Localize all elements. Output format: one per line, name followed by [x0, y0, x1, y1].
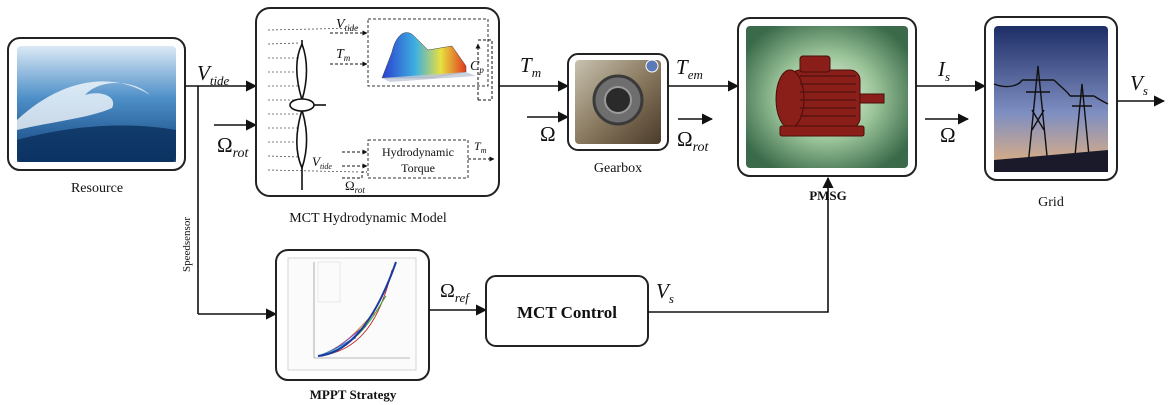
signal-v-tide-input: Vtide [185, 61, 258, 92]
svg-text:Vs: Vs [1130, 71, 1148, 98]
signal-omega-ref: Ωref [429, 280, 488, 316]
signal-omega-rot-input: Ωrot [214, 119, 258, 161]
svg-text:Ωrot: Ωrot [345, 178, 365, 195]
svg-text:Tm: Tm [336, 47, 351, 63]
signal-t-m: Tm [499, 53, 570, 92]
resource-block [7, 37, 186, 171]
mppt-curve-plot [287, 257, 417, 371]
svg-text:Tm: Tm [520, 53, 541, 80]
svg-text:Vs: Vs [656, 279, 674, 306]
resource-caption: Resource [71, 181, 123, 196]
svg-text:Is: Is [937, 57, 950, 84]
svg-text:Ωrot: Ωrot [677, 127, 710, 155]
mct-hydrodynamic-block: Vtide Tm Cp Hydrodynamic Torque Vtide Ωr… [255, 7, 500, 197]
mppt-caption: MPPT Strategy [310, 387, 397, 402]
grid-caption: Grid [1038, 195, 1064, 210]
cp-surface-plot [381, 32, 476, 82]
grid-block [984, 16, 1118, 181]
gearbox-block [567, 53, 669, 151]
signal-v-s-output: Vs [1117, 71, 1166, 107]
signal-omega-rot-out: Ωrot [677, 113, 714, 155]
transmission-tower-icon [993, 65, 1109, 167]
signal-omega-pmsg: Ω [925, 113, 970, 147]
svg-text:Vtide: Vtide [312, 154, 332, 171]
hydrodynamic-torque-label-2: Torque [401, 161, 435, 175]
svg-text:Tm: Tm [474, 139, 487, 155]
signal-v-s-control: Vs [648, 176, 834, 313]
mct-control-label: MCT Control [517, 303, 617, 322]
svg-text:Ωref: Ωref [440, 280, 471, 305]
pmsg-block [737, 17, 917, 177]
svg-text:Cp: Cp [470, 59, 484, 75]
svg-text:Tem: Tem [676, 55, 703, 82]
svg-text:Vtide: Vtide [197, 61, 230, 88]
svg-text:Ω: Ω [540, 122, 556, 146]
hydrodynamic-torque-label: Hydrodynamic [382, 145, 454, 159]
signal-t-em: Tem [668, 55, 740, 92]
svg-text:Vtide: Vtide [336, 17, 358, 33]
gearbox-caption: Gearbox [594, 161, 642, 176]
speed-sensor-label: Speedsensor [181, 217, 193, 272]
signal-i-s: Is [916, 57, 987, 92]
mppt-block [275, 249, 430, 381]
speed-sensor-path: Speedsensor [181, 86, 278, 320]
svg-text:Ω: Ω [940, 123, 956, 147]
signal-omega-gearbox: Ω [527, 111, 570, 146]
mct-model-caption: MCT Hydrodynamic Model [289, 211, 447, 226]
svg-text:Ωrot: Ωrot [217, 133, 250, 161]
mct-control-block: MCT Control [485, 275, 649, 347]
turbine-icon [289, 40, 326, 190]
power-lines-image [994, 26, 1108, 172]
